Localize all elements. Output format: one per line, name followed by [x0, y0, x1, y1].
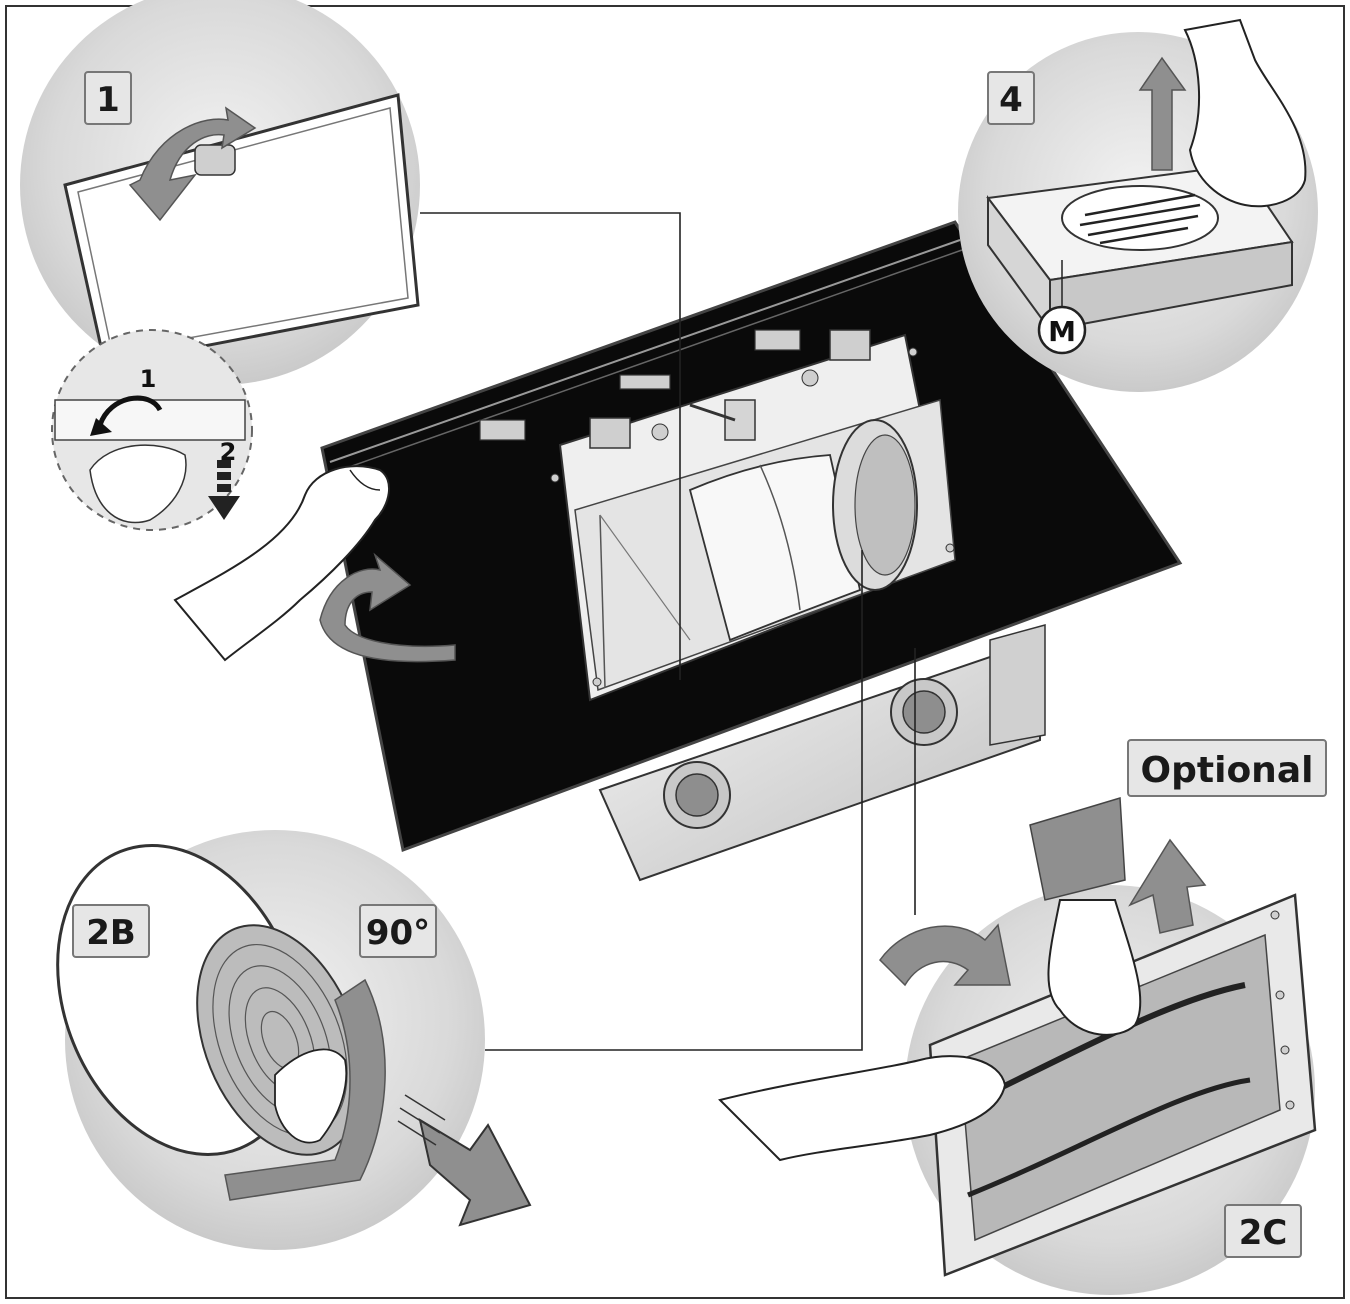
step-2c-detail	[718, 797, 1317, 1295]
step-2b-badge: 2B	[72, 904, 150, 958]
frame-border	[5, 5, 1345, 1299]
hand-lifting-panel	[173, 465, 391, 662]
step-4-detail: M	[958, 18, 1318, 392]
hand-pulling-frame	[718, 1055, 1007, 1162]
sub-step-1-label: 1	[140, 365, 157, 393]
step-4-badge: 4	[987, 71, 1035, 125]
marker-m-label: M	[1048, 315, 1076, 348]
optional-badge: Optional	[1127, 739, 1327, 797]
up-arrow-icon	[1128, 838, 1207, 934]
step-2b-label: 2B	[86, 913, 136, 953]
curved-arrow-icon	[319, 552, 456, 663]
step-2b-detail	[56, 830, 532, 1250]
up-arrow-icon	[1138, 56, 1187, 171]
step-1-latch-detail: 1 2	[51, 329, 253, 531]
step-1-badge: 1	[84, 71, 132, 125]
sub-step-2-label: 2	[220, 438, 237, 466]
filter-latch	[194, 144, 236, 176]
cooker-hood	[320, 220, 1183, 882]
step-1-detail	[20, 0, 420, 385]
step-1-label: 1	[96, 80, 120, 120]
hand-holding-frame	[1047, 899, 1142, 1036]
callout-lines	[420, 212, 916, 1051]
curved-arrow-icon	[224, 978, 386, 1201]
pull-arrow-icon	[418, 1117, 532, 1227]
hand-lifting-filter	[1183, 18, 1307, 208]
knob-right	[890, 678, 958, 746]
hinge-left	[589, 417, 631, 449]
step-2c-badge: 2C	[1224, 1204, 1302, 1258]
curved-arrow-icon	[879, 923, 1011, 987]
knob-left	[663, 761, 731, 829]
step-2c-label: 2C	[1239, 1213, 1288, 1253]
marker-m-circle	[1037, 305, 1087, 355]
step-4-label: 4	[999, 80, 1023, 120]
down-arrow-icon	[208, 460, 240, 520]
optional-label: Optional	[1141, 750, 1314, 791]
angle-label: 90°	[366, 913, 430, 953]
curved-arrow-icon	[128, 106, 257, 222]
hinge-right	[829, 329, 871, 361]
angle-badge: 90°	[359, 904, 437, 958]
